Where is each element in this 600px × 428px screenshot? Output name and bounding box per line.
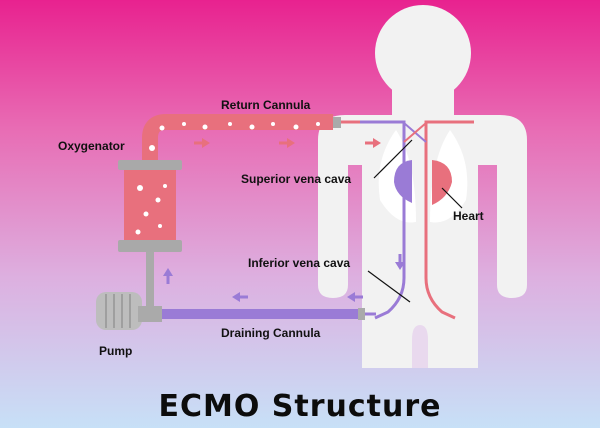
bubble xyxy=(293,124,299,130)
flow-arrows xyxy=(163,138,405,302)
heart-label: Heart xyxy=(453,209,484,223)
bubble xyxy=(163,184,167,188)
flow-arrow-icon xyxy=(232,292,248,302)
oxygenator-label: Oxygenator xyxy=(58,139,125,153)
oxygenator xyxy=(118,160,182,252)
bubble xyxy=(137,185,143,191)
flow-arrow-icon xyxy=(347,292,363,302)
flow-arrow-icon xyxy=(163,268,173,284)
heart-shape xyxy=(394,160,452,205)
pump-label: Pump xyxy=(99,344,133,358)
bubble xyxy=(249,124,255,130)
oxygen-bubbles xyxy=(135,122,320,235)
vessels xyxy=(360,120,474,320)
bubble xyxy=(271,122,275,126)
drain-circuit xyxy=(160,308,376,320)
bubble xyxy=(143,211,149,217)
diagram-title: ECMO Structure xyxy=(158,389,442,424)
bubble xyxy=(228,122,232,126)
flow-arrow-icon xyxy=(194,138,210,148)
bubble xyxy=(155,197,161,203)
superior-vena-cava-label: Superior vena cava xyxy=(241,172,352,186)
body-silhouette xyxy=(318,5,527,368)
bubble xyxy=(316,122,320,126)
pump-connector xyxy=(146,252,154,314)
flow-arrow-icon xyxy=(365,138,381,148)
bubble xyxy=(202,124,208,130)
return-circuit xyxy=(142,114,360,160)
bubble xyxy=(159,125,165,131)
draining-cannula-label: Draining Cannula xyxy=(221,326,321,340)
bubble xyxy=(158,224,162,228)
bubble xyxy=(182,122,186,126)
flow-arrow-icon xyxy=(279,138,295,148)
leader-lines xyxy=(367,139,463,303)
bubble xyxy=(149,145,155,151)
inferior-vena-cava-label: Inferior vena cava xyxy=(248,256,351,270)
return-cannula-label: Return Cannula xyxy=(221,98,311,112)
pump-unit xyxy=(96,292,162,330)
bubble xyxy=(135,229,141,235)
flow-arrow-icon xyxy=(395,254,405,270)
